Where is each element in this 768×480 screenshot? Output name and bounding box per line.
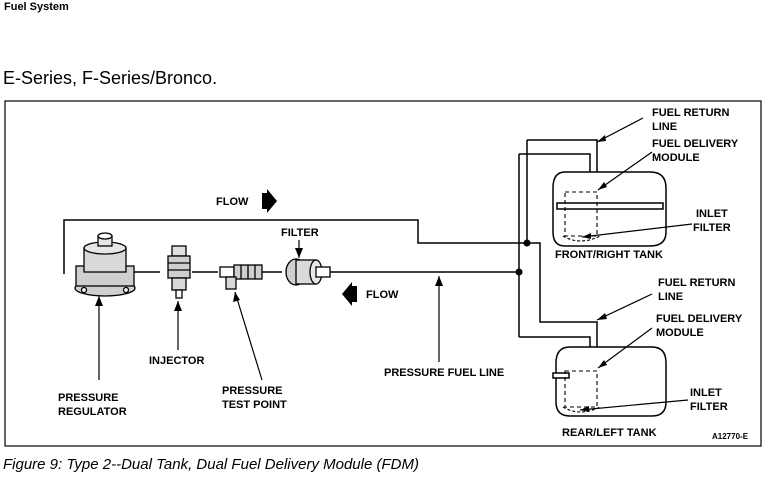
front-fuel-delivery-module-label: FUEL DELIVERY [652, 138, 739, 150]
figure-caption: Figure 9: Type 2--Dual Tank, Dual Fuel D… [3, 456, 419, 473]
diagram-frame [4, 100, 762, 447]
arrowhead [435, 276, 443, 286]
pressure-regulator-label: PRESSURE [58, 392, 119, 404]
front-inlet-filter-label: FILTER [693, 222, 731, 234]
fuel-filter [285, 258, 331, 286]
flow-arrow-right [262, 189, 277, 213]
pressure-test-point-label: PRESSURE [222, 385, 283, 397]
rear-fuel-delivery-module-label: FUEL DELIVERY [656, 313, 743, 325]
front-inlet-filter-label: INLET [696, 208, 728, 220]
section-header: Fuel System [4, 1, 69, 13]
arrowhead [295, 248, 303, 258]
rear-left-tank-label: REAR/LEFT TANK [562, 427, 657, 439]
rear-return-branch [527, 242, 598, 358]
vehicle-series-subtitle: E-Series, F-Series/Bronco. [3, 68, 218, 88]
pressure-test-point [219, 264, 263, 290]
pressure-regulator-label: REGULATOR [58, 406, 127, 418]
flow-arrow-left [342, 282, 357, 306]
front-return-branch [527, 139, 598, 182]
pressure-regulator [74, 232, 136, 297]
rear-fuel-delivery-module-label: MODULE [656, 327, 704, 339]
rear-fuel-return-label: LINE [658, 291, 683, 303]
front-right-tank [552, 171, 667, 247]
front-fuel-return-label: FUEL RETURN [652, 107, 729, 119]
arrowhead [233, 292, 240, 302]
return-junction-dot [523, 239, 531, 247]
arrowhead [582, 233, 591, 239]
return-line [63, 219, 527, 274]
arrowhead [580, 406, 589, 412]
rear-fuel-return-label: FUEL RETURN [658, 277, 735, 289]
pressure-test-point-label: TEST POINT [222, 399, 287, 411]
front-right-tank-label: FRONT/RIGHT TANK [555, 249, 663, 261]
rear-left-tank [552, 346, 667, 417]
arrowhead [598, 360, 607, 368]
rear-inlet-filter-label: FILTER [690, 401, 728, 413]
arrowhead [95, 296, 103, 306]
fuel-lines [63, 139, 598, 358]
flow-label-bottom: FLOW [366, 289, 399, 301]
arrowhead [598, 182, 607, 190]
injector-label: INJECTOR [149, 355, 204, 367]
flow-label-top: FLOW [216, 196, 249, 208]
filter-label: FILTER [281, 227, 319, 239]
pressure-junction-dot [515, 268, 523, 276]
front-fuel-return-label: LINE [652, 121, 677, 133]
arrowhead [174, 301, 182, 311]
rear-inlet-filter-label: INLET [690, 387, 722, 399]
front-fuel-delivery-module-label: MODULE [652, 152, 700, 164]
arrowhead [597, 313, 607, 320]
arrowhead [597, 135, 606, 142]
injector [167, 245, 191, 299]
figure-code: A12770-E [712, 432, 749, 441]
pressure-fuel-line-label: PRESSURE FUEL LINE [384, 367, 504, 379]
fuel-system-diagram: FLOW FLOW FILTER INJECTOR PRESSURE REGUL… [4, 100, 762, 447]
